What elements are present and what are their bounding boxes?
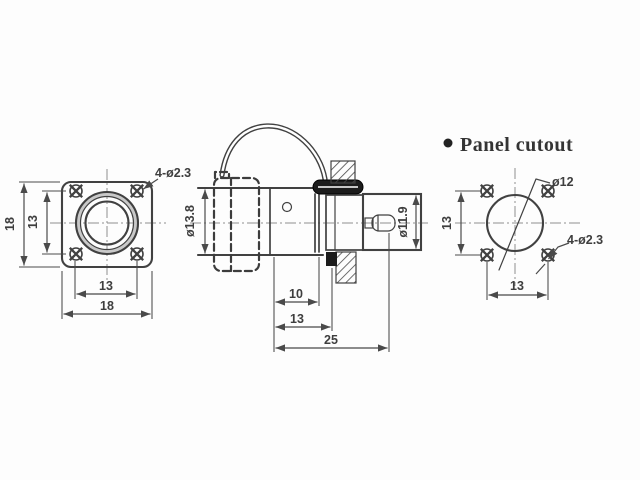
dim-label: 18 (100, 299, 114, 313)
dim-label: 13 (290, 312, 304, 326)
leader-flange-holes: 4-ø2.3 (143, 166, 191, 190)
side-section-view: ø13.8 ø11.9 10 13 25 (183, 123, 428, 352)
leader-cutout-holes: 4-ø2.3 (535, 233, 603, 275)
bullet-icon (443, 138, 453, 148)
dim-label: 18 (3, 217, 17, 231)
mounting-hole-icon (129, 246, 145, 262)
mounting-hole-icon (68, 183, 84, 199)
mounting-hole-icon (129, 183, 145, 199)
dim-cutout-pitch-v: 13 (440, 190, 482, 256)
leader-cutout-diameter: ø12 (535, 175, 574, 189)
dim-outer-width: 18 (61, 271, 153, 319)
dust-cap-dashed (212, 170, 261, 273)
dim-hole-pitch-h: 13 (74, 261, 138, 299)
body-hole (281, 201, 293, 213)
panel-section-lower (335, 251, 357, 284)
dim-label: ø13.8 (183, 205, 197, 237)
clamp-ring (314, 193, 320, 253)
cutout-diagonal-line (498, 178, 537, 271)
rear-shell (361, 192, 423, 252)
bezel-shading (75, 191, 139, 255)
dim-length-25: 25 (275, 233, 390, 352)
dim-label: 10 (289, 287, 303, 301)
dim-cutout-pitch-h: 13 (486, 262, 549, 300)
dim-outer-height: 18 (3, 181, 60, 268)
mounting-hole-icon (68, 246, 84, 262)
dim-rear-diameter: ø11.9 (396, 195, 420, 249)
panel-cutout-view: Panel cutout ø12 13 13 (440, 134, 603, 300)
dim-label: 13 (440, 216, 454, 230)
dim-label: 13 (26, 215, 40, 229)
holes-note-label: 4-ø2.3 (567, 233, 603, 247)
dim-label: 13 (510, 279, 524, 293)
dim-hole-pitch-v: 13 (26, 190, 66, 255)
holes-note-label: 4-ø2.3 (155, 166, 191, 180)
dim-label: ø11.9 (396, 206, 410, 237)
bezel-inner-circle (79, 195, 135, 251)
panel-cutout-title: Panel cutout (443, 134, 573, 156)
dim-label: ø12 (552, 175, 574, 189)
solder-pin (364, 214, 396, 232)
panel-section-upper (330, 160, 356, 184)
dim-length-13: 13 (275, 268, 333, 331)
cutout-circle (485, 193, 545, 253)
socket-circle (84, 200, 130, 246)
dust-cap-lanyard (219, 123, 328, 182)
dim-length-10: 10 (273, 257, 320, 352)
bezel-outer-circle (74, 190, 140, 256)
mounting-hole-icon (479, 183, 495, 199)
dim-label: 25 (324, 333, 338, 347)
gasket-lower (326, 252, 337, 266)
mounting-hole-icon (479, 247, 495, 263)
body-outline (196, 186, 325, 257)
section-title: Panel cutout (460, 134, 573, 156)
dim-label: 13 (99, 279, 113, 293)
dim-front-diameter: ø13.8 (183, 189, 209, 254)
flange-outline (60, 180, 154, 269)
front-flange-view: 18 13 13 18 4-ø2.3 (3, 166, 191, 319)
